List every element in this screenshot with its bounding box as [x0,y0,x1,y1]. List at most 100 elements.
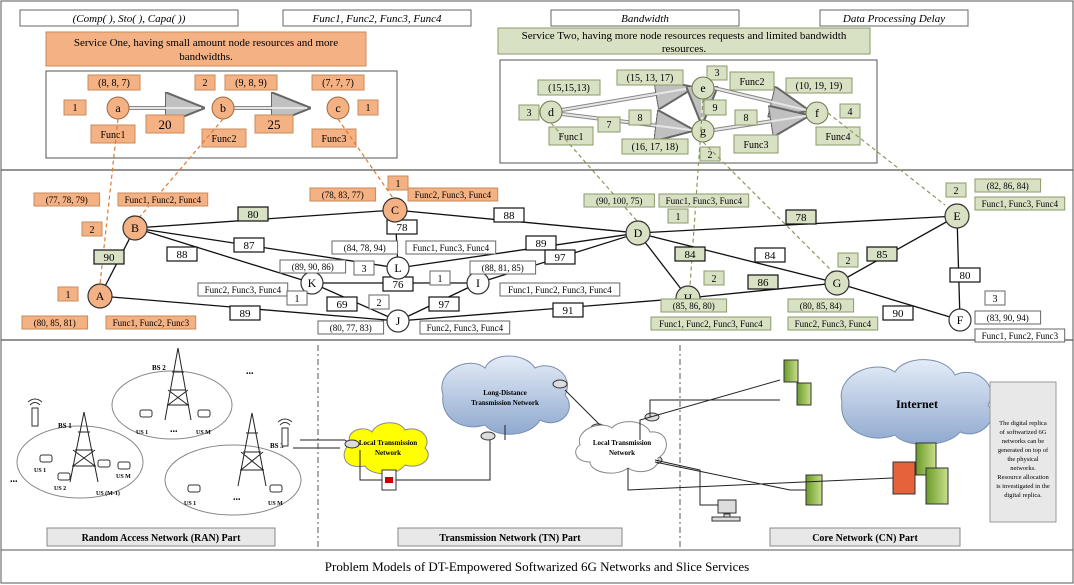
phys-link-bw-box-G-F [882,305,914,321]
phys-link-bw-H-G: 86 [758,277,770,289]
legend-resources-box [19,9,239,27]
map-f-E [827,112,946,206]
s2-link-d-e-inner [561,87,692,111]
s1-node-b-res-box [224,74,278,91]
legend-delay-text: Data Processing Delay [842,13,945,25]
tn-long-label-2: Transmission Network [471,399,539,407]
ran-user-usm-b: US M [196,430,211,436]
s1-node-a-delay: 1 [73,103,78,114]
service-two: Service Two, having more node resources … [497,27,878,164]
cn-part-label: Core Network (CN) Part [812,533,918,544]
phys-node-delay-box-L [353,260,375,276]
service-two-label-box [497,27,871,55]
tn-long-label-1: Long-Distance [483,389,527,397]
s2-node-d-res: (15,15,13) [548,83,590,94]
phys-link-bw-D-L: 89 [536,238,548,250]
phys-node-res-F: (83, 90, 94) [987,313,1029,323]
s1-node-c-delay: 1 [366,103,371,114]
ran-ellipsis-4: ... [233,492,241,503]
phys-node-funcs-K: Func2, Func3, Func4 [205,285,282,295]
phys-node-func-box-E [974,196,1066,211]
phys-node-id-B: B [131,221,139,235]
phys-link-bw-D-I: 97 [555,252,567,264]
phys-node-func-box-D [658,193,750,208]
tn-local-cloud [343,422,429,475]
phys-link-bw-box-E-F [949,267,981,283]
s1-node-b-delay-box [194,74,216,91]
legend-delay-box [819,9,969,27]
bs2-label: BS 2 [152,364,166,372]
phys-node-funcs-E: Func1, Func3, Func4 [982,199,1059,209]
s1-bw-a-b-box [145,114,185,134]
s2-node-g-id: g [700,124,706,138]
phys-node-res-box-J [317,320,385,335]
phys-link-bw-box-C-D [493,207,525,223]
cn-local-label-2: Network [609,449,635,457]
phys-node-id-J: J [396,314,401,328]
s2-bw-e-g: 9 [713,103,718,114]
phys-node-res-box-C [309,187,377,202]
phys-node-id-A: A [96,289,105,303]
note-line-0: The digital replica [999,420,1047,427]
phys-node-funcs-F: Func1, Func2, Func3 [982,331,1059,341]
phys-node-func-box-C [407,187,499,202]
phys-node-funcs-J: Func2, Func3, Func4 [427,323,504,333]
phys-link-bw-B-K: 88 [177,249,189,261]
note-line-2: networks can be [1002,438,1044,445]
phys-node-id-E: E [953,209,960,223]
phys-link-bw-A-B: 90 [104,252,116,264]
s2-node-g-func-box [733,134,779,154]
ran-user-usm-a: US M [116,474,131,480]
phys-node-id-K: K [308,276,317,290]
tn-long-distance-cloud [441,355,570,435]
phys-node-res-I: (88, 81, 85) [482,263,524,273]
legend: (Comp( ), Sto( ), Capa( )) Func1, Func2,… [19,9,969,27]
phys-node-func-box-H [650,316,772,331]
phys-node-id-G: G [833,276,842,290]
s2-node-f-delay-box [839,103,861,119]
ran-user-usm-c: US M [268,501,283,507]
phys-node-delay-box-K [286,290,308,306]
phys-node-res-box-G [787,298,855,313]
s1-node-c-res-box [311,74,365,91]
s1-node-b-id: b [220,101,226,115]
cn-internet-label: Internet [896,397,938,411]
phys-link-bw-K-J: 69 [337,299,349,311]
phys-node-id-D: D [634,226,643,240]
phys-link-bw-box-D-L [525,235,557,251]
phys-node-delay-box-A [57,286,79,302]
tn-part-label-box [397,527,623,547]
ran-tn-wire [293,439,351,449]
s2-node-e-delay-box [706,65,728,81]
s2-link-g-f-inner [713,115,807,131]
phys-node-funcs-L: Func1, Func3, Func4 [413,243,490,253]
phys-node-L [386,256,410,280]
user-phone-icons [39,409,283,493]
legend-functions-box [282,9,472,27]
phys-node-res-box-B [33,192,101,207]
s2-node-e-delay: 3 [715,68,720,79]
phys-link-bw-box-E-G [866,246,898,262]
phys-link-B-K [134,227,313,284]
s2-node-f-res: (10, 19, 19) [796,81,843,92]
s1-node-a-func: Func1 [101,130,126,141]
phys-link-bw-box-B-L [233,237,265,253]
s2-node-g-func: Func3 [744,140,769,151]
s1-node-c-func: Func3 [322,134,347,145]
phys-node-delay-box-J [368,294,390,310]
phys-node-func-box-K [197,282,289,297]
service-one-frame [45,70,398,159]
s1-node-b-func-box [201,128,247,148]
s1-node-a-id: a [115,101,121,115]
note-line-6: Resource allocation [997,474,1049,481]
phys-node-funcs-I: Func1, Func2, Func3, Func4 [508,285,612,295]
phys-link-bw-box-J-I [428,296,460,312]
map-g-G [702,141,834,273]
s2-node-g-delay: 2 [708,150,713,161]
service-one-label-box [45,31,367,67]
s1-node-a-delay-box [63,99,87,116]
service-two-label-line2: resources. [662,43,707,55]
phys-node-res-B: (77, 78, 79) [46,195,88,205]
